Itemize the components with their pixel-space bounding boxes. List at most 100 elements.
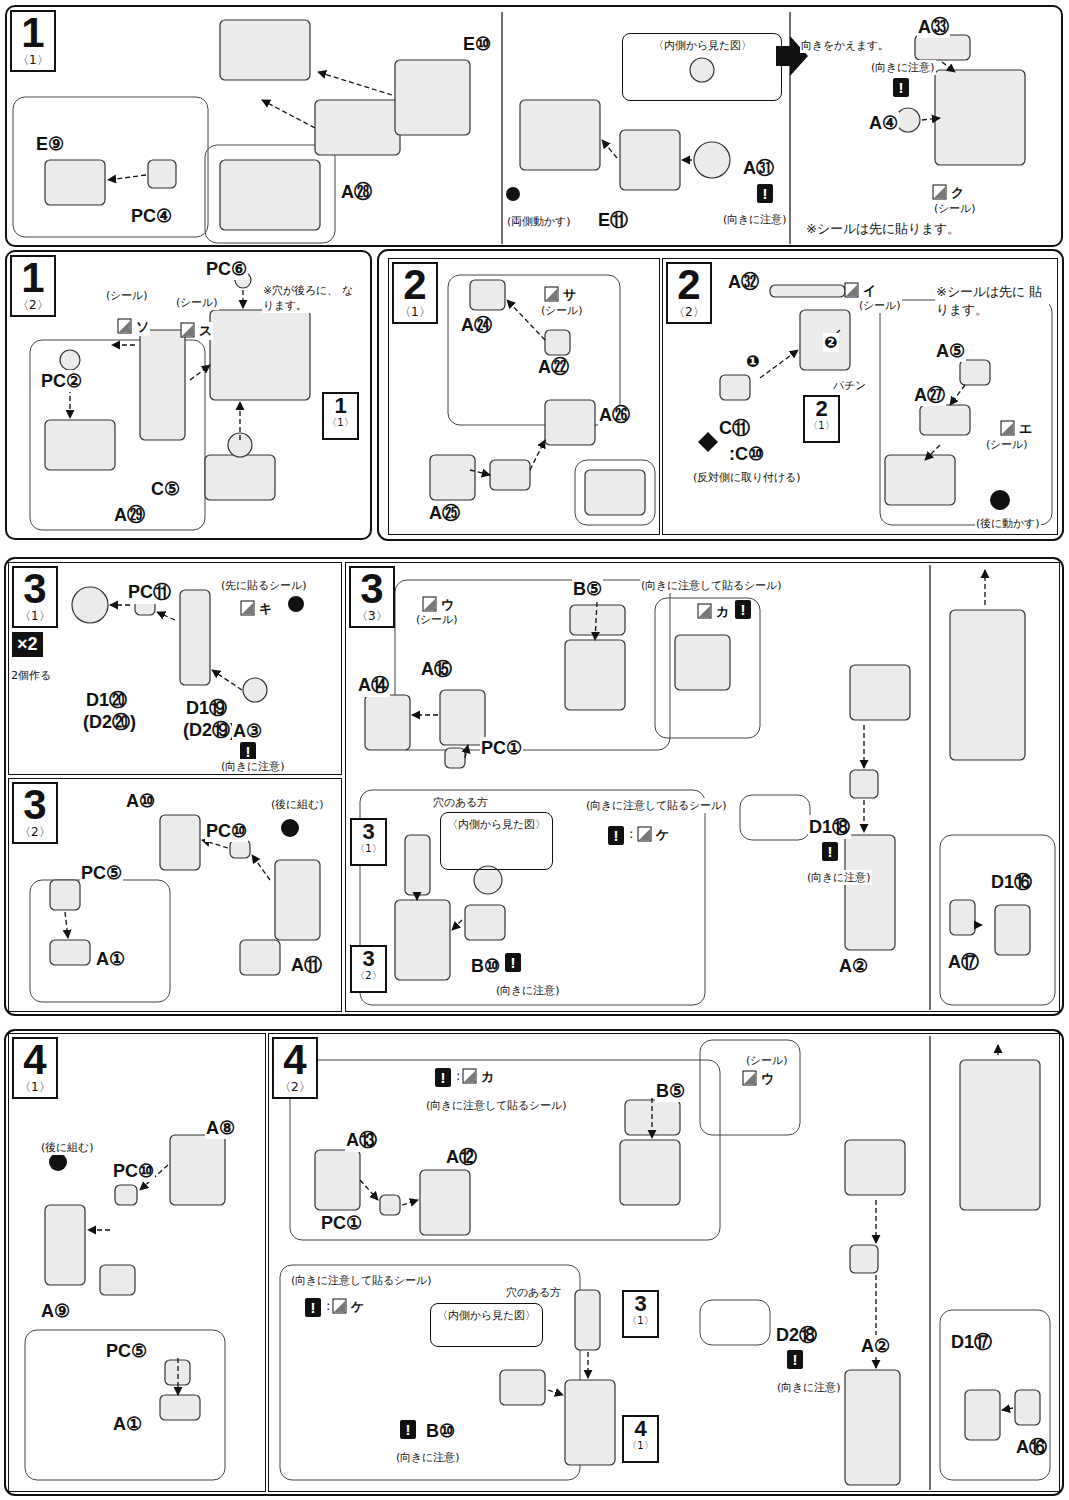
note: (向きに注意して貼るシール) bbox=[425, 1098, 568, 1113]
part-number: A⑯ bbox=[1015, 1435, 1048, 1459]
part-number: A㉝ bbox=[917, 17, 950, 38]
assembly-arrow bbox=[177, 1358, 178, 1395]
part-number: A⑧ bbox=[205, 1117, 236, 1139]
inset-title: 〈内側から見た図〉 bbox=[445, 817, 548, 832]
step-frame bbox=[5, 558, 1063, 1015]
quantity-badge: ×2 bbox=[12, 632, 43, 657]
assembly-arrow bbox=[863, 725, 864, 768]
part-drawing bbox=[950, 610, 1025, 760]
caution-mark: ! bbox=[400, 1420, 416, 1439]
assembly-arrow bbox=[360, 1180, 378, 1200]
part-number: PC② bbox=[40, 370, 83, 392]
note: : bbox=[325, 1298, 331, 1313]
part-drawing bbox=[620, 1140, 680, 1205]
part-number: A① bbox=[112, 1413, 143, 1435]
part-drawing bbox=[45, 420, 115, 470]
sticker-icon bbox=[743, 1071, 756, 1085]
part-number: A② bbox=[838, 955, 869, 977]
assembly-arrow bbox=[922, 118, 940, 120]
callout-bubble bbox=[25, 1330, 225, 1480]
part-number: PC⑩ bbox=[112, 1160, 155, 1182]
part-number: B⑤ bbox=[572, 578, 603, 600]
step-subnumber: 〈2〉 bbox=[19, 826, 51, 839]
note: 向きをかえます。 bbox=[800, 38, 890, 53]
part-drawing bbox=[800, 310, 850, 370]
part-number: PC⑩ bbox=[205, 820, 248, 842]
part-number: E⑪ bbox=[597, 208, 629, 232]
part-drawing bbox=[45, 160, 105, 205]
note: (シール) bbox=[415, 612, 459, 627]
assembly-arrow bbox=[88, 1229, 110, 1230]
assembly-arrow bbox=[602, 140, 617, 158]
assembly-arrow bbox=[942, 62, 955, 72]
part-number: A② bbox=[860, 1335, 891, 1357]
part-drawing bbox=[243, 678, 267, 702]
part-number: A⑰ bbox=[947, 950, 980, 974]
assembly-arrow bbox=[412, 714, 438, 715]
part-number: A㉕ bbox=[428, 503, 461, 524]
part-number: C⑪ bbox=[718, 416, 751, 440]
assembly-arrow bbox=[465, 745, 468, 758]
part-drawing bbox=[240, 940, 280, 975]
part-drawing bbox=[72, 587, 108, 623]
assembly-arrow bbox=[760, 350, 798, 378]
part-drawing bbox=[148, 160, 176, 188]
note: 穴のある方 bbox=[505, 1285, 562, 1300]
note: (後に動かす) bbox=[975, 516, 1041, 531]
note: パチン bbox=[832, 378, 867, 393]
step-header: 1〈1〉 bbox=[10, 10, 56, 72]
step-number: 2 bbox=[399, 264, 431, 306]
part-drawing bbox=[315, 100, 400, 155]
part-drawing bbox=[960, 360, 990, 385]
part-drawing bbox=[275, 860, 320, 940]
part-drawing bbox=[220, 160, 320, 230]
part-number: A㉗ bbox=[913, 385, 946, 406]
part-number: A⑬ bbox=[345, 1128, 378, 1152]
sticker-icon bbox=[545, 287, 558, 301]
reference-box: 1〈1〉 bbox=[322, 392, 359, 440]
part-drawing bbox=[205, 455, 275, 500]
part-drawing bbox=[694, 142, 730, 178]
part-number: PC④ bbox=[130, 205, 173, 227]
part-number: (D2⑲) bbox=[182, 718, 237, 742]
sticker-icon bbox=[423, 597, 436, 611]
part-drawing bbox=[445, 748, 465, 768]
step-subnumber: 〈1〉 bbox=[354, 843, 383, 854]
step-header: 3〈3〉 bbox=[349, 566, 395, 628]
callout-bubble bbox=[290, 1060, 720, 1240]
part-number: B⑩ bbox=[425, 1420, 456, 1442]
part-drawing bbox=[465, 905, 505, 940]
part-drawing bbox=[220, 20, 310, 80]
part-number: (D2⑳) bbox=[82, 710, 137, 734]
note: (シール) bbox=[858, 298, 902, 313]
step-number: 3 bbox=[19, 784, 51, 826]
sticker-code: ケ bbox=[655, 826, 670, 844]
caution-mark: ! bbox=[608, 826, 624, 845]
part-number: A③ bbox=[232, 720, 263, 742]
callout-bubble bbox=[700, 1040, 800, 1135]
part-drawing bbox=[405, 835, 430, 895]
note: (向きに注意) bbox=[722, 212, 788, 227]
part-drawing bbox=[100, 1265, 135, 1295]
step-number: 2 bbox=[673, 264, 705, 306]
part-number: A⑭ bbox=[357, 673, 390, 697]
divider-line bbox=[929, 565, 930, 1010]
caution-mark: ! bbox=[305, 1298, 321, 1317]
note: (シール) bbox=[105, 288, 149, 303]
part-number: A㉜ bbox=[727, 272, 760, 293]
part-drawing bbox=[920, 405, 970, 435]
step-number: 1 bbox=[17, 12, 49, 54]
step-header: 4〈1〉 bbox=[12, 1037, 58, 1099]
assembly-arrow bbox=[108, 175, 146, 180]
reverse-icon bbox=[698, 432, 718, 452]
step-header: 2〈1〉 bbox=[392, 262, 438, 324]
step-frame bbox=[5, 1030, 1063, 1495]
move-icon bbox=[506, 187, 520, 201]
part-drawing bbox=[420, 1170, 470, 1235]
step-subnumber: 〈2〉 bbox=[673, 306, 705, 319]
step-panel: 3〈3〉3〈1〉〈内側から見た図〉3〈2〉 bbox=[345, 562, 1060, 1012]
note: (向きに注意) bbox=[495, 983, 561, 998]
note: (両側動かす) bbox=[506, 214, 572, 229]
part-drawing bbox=[50, 940, 90, 965]
sticker-icon bbox=[933, 185, 946, 199]
